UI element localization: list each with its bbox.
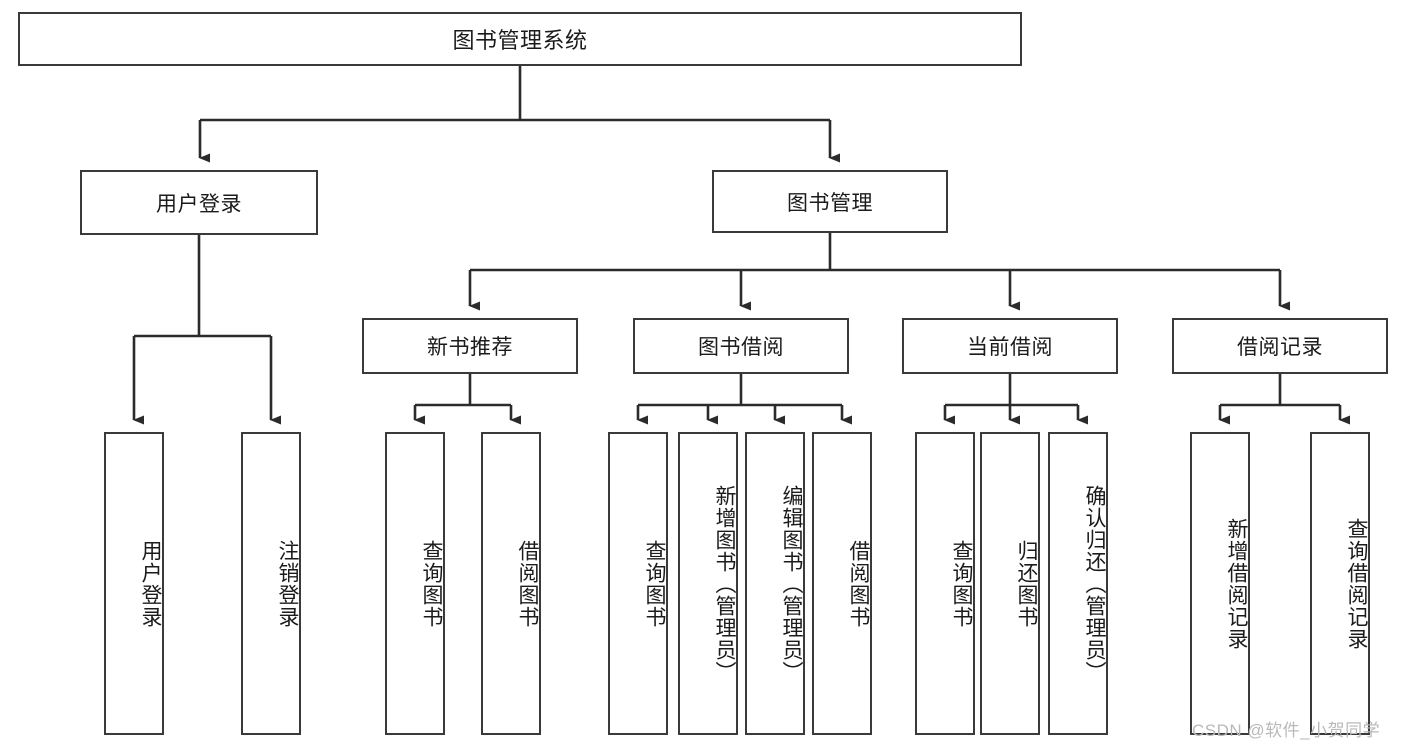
leaf-query-borrow-record[interactable]: 查询借阅记录 [1310,432,1370,735]
leaf-query-book-recommend[interactable]: 查询图书 [385,432,445,735]
leaf-confirm-return-admin[interactable]: 确认归还（管理员） [1048,432,1108,735]
leaf-query-book-current-label: 查询图书 [950,539,973,628]
leaf-confirm-return-admin-label: 确认归还（管理员） [1083,484,1106,683]
leaf-borrow-book-recommend[interactable]: 借阅图书 [481,432,541,735]
node-new-book-recommend[interactable]: 新书推荐 [362,318,578,374]
leaf-user-login[interactable]: 用户登录 [104,432,164,735]
leaf-query-book-recommend-label: 查询图书 [420,539,443,628]
csdn-watermark: CSDN @软件_小贺同学 [1192,721,1381,740]
leaf-query-book-current[interactable]: 查询图书 [915,432,975,735]
node-new-book-recommend-label: 新书推荐 [427,336,513,359]
node-root-label: 图书管理系统 [452,28,588,53]
leaf-borrow-book[interactable]: 借阅图书 [812,432,872,735]
leaf-query-book-borrow[interactable]: 查询图书 [608,432,668,735]
node-borrow-record[interactable]: 借阅记录 [1172,318,1388,374]
node-current-borrow[interactable]: 当前借阅 [902,318,1118,374]
leaf-add-book-admin-label: 新增图书（管理员） [713,484,736,683]
leaf-return-book-label: 归还图书 [1015,539,1038,628]
node-borrow-record-label: 借阅记录 [1237,336,1323,359]
leaf-add-borrow-record[interactable]: 新增借阅记录 [1190,432,1250,735]
node-book-management[interactable]: 图书管理 [712,170,948,233]
leaf-user-login-label: 用户登录 [139,539,162,628]
node-root[interactable]: 图书管理系统 [18,12,1022,66]
node-book-borrow[interactable]: 图书借阅 [633,318,849,374]
leaf-logout-label: 注销登录 [276,539,299,628]
leaf-query-book-borrow-label: 查询图书 [643,539,666,628]
leaf-edit-book-admin-label: 编辑图书（管理员） [780,484,803,683]
leaf-borrow-book-recommend-label: 借阅图书 [516,539,539,628]
node-user-login-label: 用户登录 [156,192,242,216]
leaf-return-book[interactable]: 归还图书 [980,432,1040,735]
leaf-add-book-admin[interactable]: 新增图书（管理员） [678,432,738,735]
node-book-management-label: 图书管理 [787,191,873,215]
leaf-borrow-book-label: 借阅图书 [847,539,870,628]
leaf-logout[interactable]: 注销登录 [241,432,301,735]
leaf-query-borrow-record-label: 查询借阅记录 [1345,517,1368,650]
node-user-login[interactable]: 用户登录 [80,170,318,235]
node-current-borrow-label: 当前借阅 [967,336,1053,359]
leaf-edit-book-admin[interactable]: 编辑图书（管理员） [745,432,805,735]
node-book-borrow-label: 图书借阅 [698,336,784,359]
leaf-add-borrow-record-label: 新增借阅记录 [1225,517,1248,650]
